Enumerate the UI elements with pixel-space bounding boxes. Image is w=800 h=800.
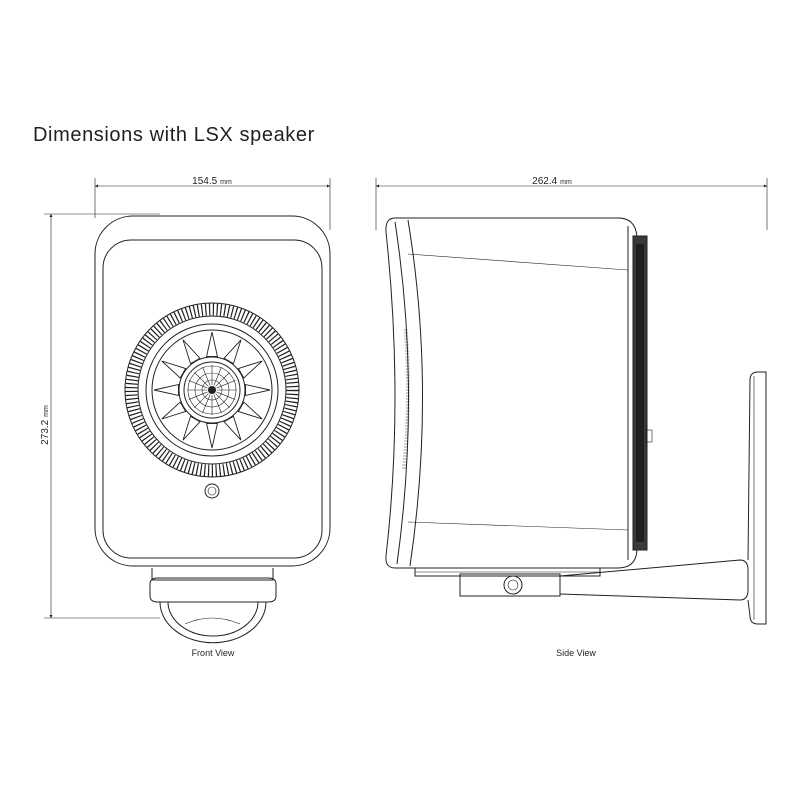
page-title: Dimensions with LSX speaker: [33, 124, 315, 146]
status-light: [204, 483, 220, 499]
front-wall-bracket: [149, 568, 277, 644]
height-dimension: 273.2mm: [40, 213, 160, 619]
side-wall-bracket: [459, 371, 767, 625]
front-view-caption: Front View: [192, 648, 235, 658]
uni-q-driver: [124, 302, 300, 478]
height-label: 273.2mm: [40, 405, 51, 445]
side-view-caption: Side View: [556, 648, 596, 658]
front-view-speaker: [94, 215, 331, 644]
side-view-speaker: [385, 217, 767, 625]
